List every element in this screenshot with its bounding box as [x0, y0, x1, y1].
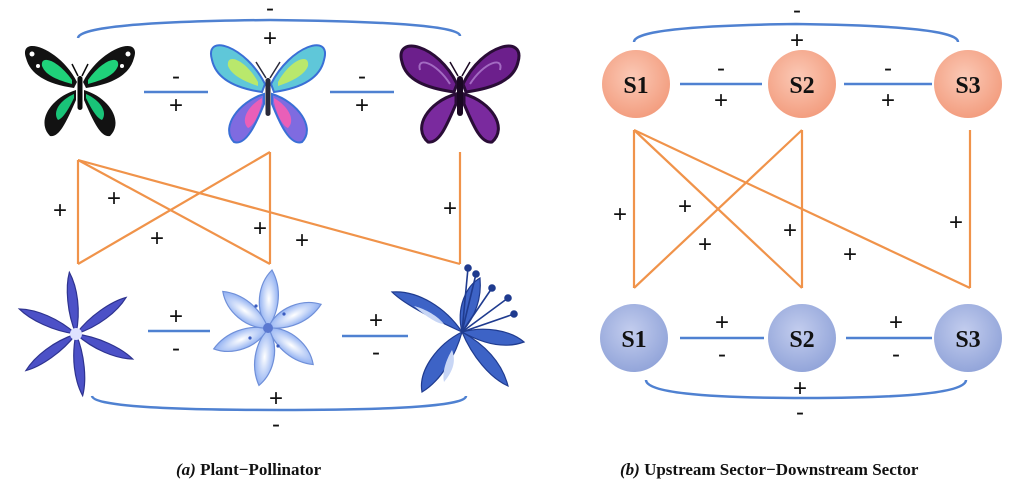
- downstream-link-2-3-sign-below: -: [892, 341, 900, 368]
- panel-a: - + - + - + + + + + + + + - + - +: [17, 0, 526, 438]
- b-cross-sign-3: +: [698, 231, 712, 258]
- plant-competition-arc: [90, 395, 468, 412]
- plant-link-1-2-sign-above: +: [169, 303, 183, 330]
- b-top-arc-sign-below: +: [790, 27, 804, 54]
- upstream-link-2-3-sign-above: -: [884, 55, 892, 82]
- pollinator-link-2-3-sign-below: +: [355, 92, 369, 119]
- b-bottom-arc-sign-below: -: [796, 399, 804, 426]
- upstream-link-1-2-sign-below: +: [714, 87, 728, 114]
- caption-b: (b) Upstream Sector−Downstream Sector: [620, 460, 918, 480]
- downstream-link-1-2-sign-below: -: [718, 341, 726, 368]
- cross-sign-3: +: [150, 225, 164, 252]
- b-bottom-arc-sign-above: +: [793, 375, 807, 402]
- top-arc-sign-above: -: [266, 0, 274, 22]
- b-cross-sign-2: +: [678, 193, 692, 220]
- b-cross-sign-4: +: [783, 217, 797, 244]
- light-lily-icon: [212, 269, 323, 387]
- caption-b-text: Upstream Sector−Downstream Sector: [644, 460, 919, 479]
- downstream-node-s3: S3: [934, 304, 1002, 372]
- upstream-link-2-3-sign-below: +: [881, 87, 895, 114]
- bottom-arc-sign-below: -: [272, 411, 280, 438]
- plant-link-2-3-sign-below: -: [372, 339, 380, 366]
- plant-link-1-2-sign-below: -: [172, 335, 180, 362]
- green-butterfly-icon: [24, 45, 136, 137]
- downstream-node-s2: S2: [768, 304, 836, 372]
- supply-links: [632, 129, 972, 289]
- b-cross-sign-6: +: [949, 209, 963, 236]
- upstream-competition-arc: [632, 22, 960, 43]
- pollinator-competition-arc: [76, 18, 462, 39]
- svg-text:S3: S3: [955, 73, 980, 99]
- upstream-link-1-2-sign-above: -: [717, 55, 725, 82]
- caption-b-letter: (b): [620, 460, 640, 479]
- pollinator-link-1-2-sign-below: +: [169, 92, 183, 119]
- b-cross-sign-5: +: [843, 241, 857, 268]
- svg-text:S2: S2: [789, 327, 814, 353]
- plant-link-2-3-sign-above: +: [369, 307, 383, 334]
- b-top-arc-sign-above: -: [793, 0, 801, 24]
- svg-text:S1: S1: [621, 327, 646, 353]
- caption-a: (a) Plant−Pollinator: [176, 460, 321, 480]
- mutualism-links: [76, 151, 462, 266]
- downstream-link-1-2-sign-above: +: [715, 309, 729, 336]
- pollinator-link-1-2-sign-above: -: [172, 63, 180, 90]
- downstream-node-s1: S1: [600, 304, 668, 372]
- b-cross-sign-1: +: [613, 201, 627, 228]
- downstream-link-2-3-sign-above: +: [889, 309, 903, 336]
- upstream-node-s1: S1: [602, 50, 670, 118]
- cross-sign-1: +: [53, 197, 67, 224]
- downstream-competition-arc: [644, 379, 968, 400]
- upstream-node-s2: S2: [768, 50, 836, 118]
- cross-sign-5: +: [295, 227, 309, 254]
- pollinator-link-2-3-sign-above: -: [358, 63, 366, 90]
- rainbow-butterfly-icon: [210, 44, 326, 144]
- cross-sign-4: +: [253, 215, 267, 242]
- svg-text:S3: S3: [955, 327, 980, 353]
- svg-text:S1: S1: [623, 73, 648, 99]
- purple-butterfly-icon: [399, 44, 521, 144]
- caption-a-text: Plant−Pollinator: [200, 460, 322, 479]
- upstream-node-s3: S3: [934, 50, 1002, 118]
- top-arc-sign-below: +: [263, 25, 277, 52]
- caption-a-letter: (a): [176, 460, 196, 479]
- cross-sign-6: +: [443, 195, 457, 222]
- panel-b: - + - + - + + + + + + + + - + - +: [600, 0, 1002, 426]
- dark-lily-icon: [390, 264, 526, 393]
- cross-sign-2: +: [107, 185, 121, 212]
- bottom-arc-sign-above: +: [269, 385, 283, 412]
- svg-text:S2: S2: [789, 73, 814, 99]
- star-flower-icon: [17, 270, 135, 398]
